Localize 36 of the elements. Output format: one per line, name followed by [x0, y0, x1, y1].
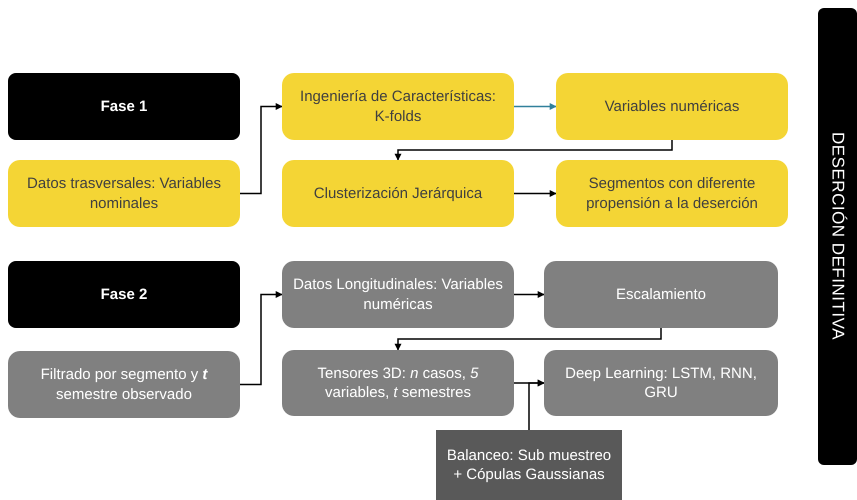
node-label: Datos trasversales: Variables nominales — [26, 174, 222, 213]
node-label: Filtrado por segmento y t semestre observado — [40, 365, 209, 404]
process-box — [556, 160, 788, 227]
arrow — [528, 380, 545, 430]
process-box — [282, 261, 514, 328]
arrow — [394, 328, 662, 351]
arrow — [514, 291, 545, 298]
node-label: Deep Learning: LSTM, RNN, GRU — [564, 364, 758, 402]
node-label: Datos Longitudinales: Variables numéricas — [292, 275, 504, 314]
node-label: Variables numéricas — [604, 96, 740, 116]
process-box — [282, 160, 514, 227]
node-label: Clusterización Jerárquica — [314, 184, 482, 204]
phase-box — [8, 73, 240, 140]
node-label: Fase 1 — [100, 96, 148, 116]
node-label: Tensores 3D: n casos, 5 variables, t semestres — [316, 364, 480, 402]
side-banner — [818, 8, 857, 465]
node-label: Balanceo: Sub muestreo + Cópulas Gaussianas — [446, 446, 612, 484]
process-box — [282, 73, 514, 140]
node-label: Escalamiento — [616, 284, 706, 304]
arrow — [514, 190, 557, 197]
process-box — [282, 350, 514, 416]
node-label: DESERCIÓN DEFINITIVA — [828, 132, 849, 341]
process-box — [8, 351, 240, 418]
arrow — [240, 291, 283, 386]
node-label: Segmentos con diferente propensión a la deserción — [585, 174, 759, 213]
phase-box — [8, 261, 240, 328]
process-box — [8, 160, 240, 227]
process-box — [544, 350, 778, 416]
process-box — [556, 73, 788, 140]
arrow — [514, 103, 557, 110]
note-box — [436, 430, 622, 500]
arrow — [394, 140, 673, 161]
node-label: Ingeniería de Características: K-folds — [299, 87, 497, 126]
arrow — [240, 103, 283, 194]
node-label: Fase 2 — [100, 284, 148, 304]
process-box — [544, 261, 778, 328]
